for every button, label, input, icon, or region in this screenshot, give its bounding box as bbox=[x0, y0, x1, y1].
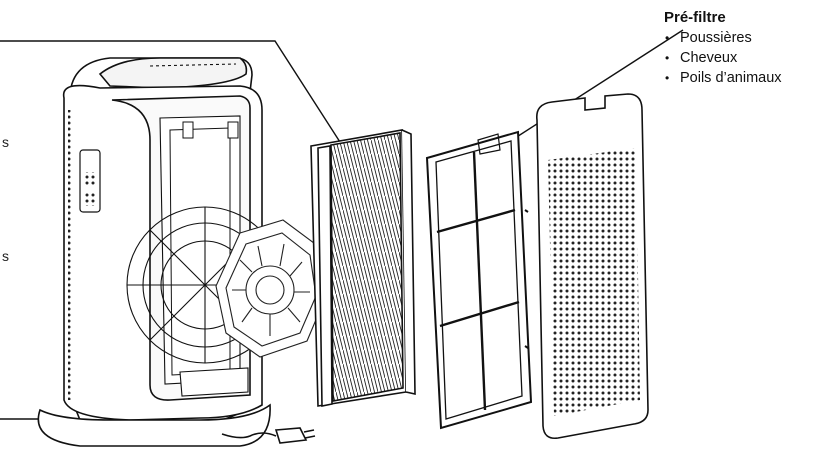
purifier-unit bbox=[37, 57, 316, 447]
prefilter-label: Pré-filtre Poussières Cheveux Poils d’an… bbox=[662, 8, 830, 88]
bullet-item-dust: Poussières bbox=[662, 28, 830, 48]
edge-text-fragment: s bbox=[2, 248, 9, 264]
prefilter-bullet-list: Poussières Cheveux Poils d’animaux bbox=[662, 28, 830, 88]
pre-filter bbox=[425, 130, 533, 430]
edge-text-fragment: s bbox=[2, 134, 9, 150]
prefilter-title: Pré-filtre bbox=[664, 9, 726, 26]
front-cover bbox=[524, 93, 649, 440]
carbon-filter bbox=[215, 219, 327, 358]
hepa-filter bbox=[310, 129, 416, 407]
bullet-item-pet-hair: Poils d’animaux bbox=[662, 68, 830, 88]
bullet-item-hair: Cheveux bbox=[662, 48, 830, 68]
